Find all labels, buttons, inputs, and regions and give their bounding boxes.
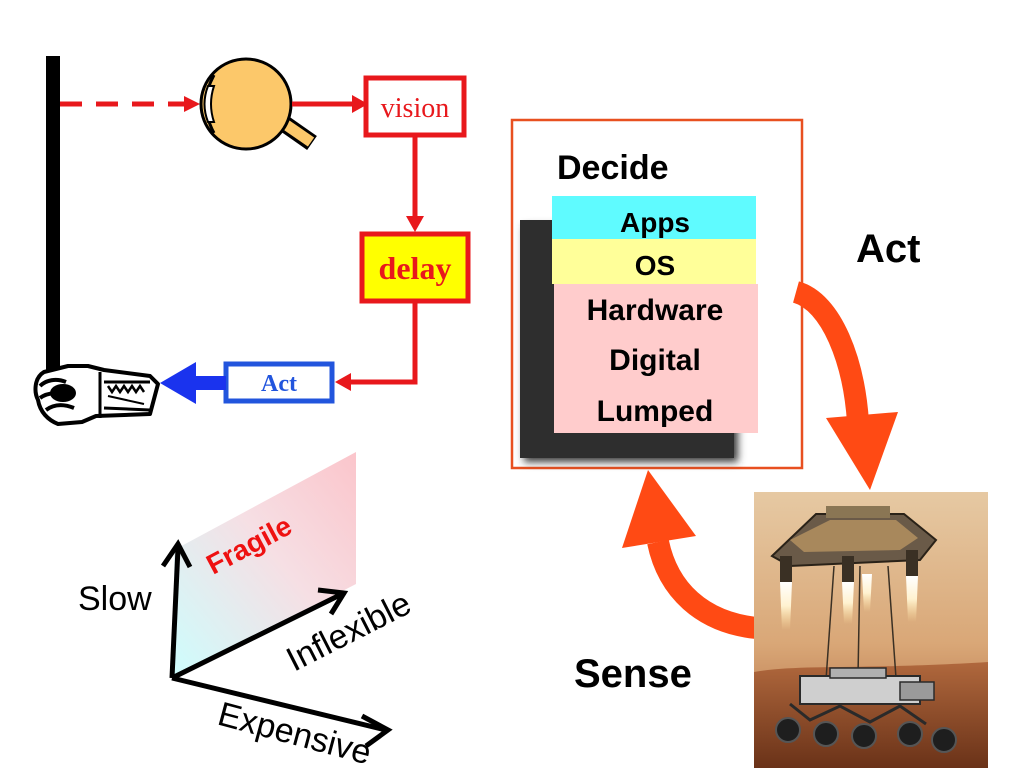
eye-icon: [199, 57, 317, 151]
delay-to-act-arrow: [335, 301, 418, 391]
delay-label: delay: [379, 250, 452, 286]
dashed-sight-line: [60, 96, 200, 112]
act-to-hand-arrow: [160, 362, 226, 404]
stack-layer-hardware: [554, 284, 758, 433]
fragile-region: [174, 452, 356, 678]
act-arrow-right: [792, 281, 898, 490]
sense-label: Sense: [574, 652, 692, 696]
human-control-loop: vision delay Act: [33, 56, 471, 426]
stack-label-hardware: Hardware: [587, 294, 724, 327]
eye-to-vision-arrow: [292, 95, 368, 113]
stack-label-os: OS: [635, 250, 675, 281]
sense-arrow: [622, 470, 758, 639]
slow-axis-arrow: [160, 539, 193, 679]
stack-layer-os: [552, 239, 756, 284]
decide-title: Decide: [557, 149, 669, 187]
delay-box: delay: [359, 231, 471, 304]
system-stack: [552, 196, 758, 433]
ruler-bar: [46, 56, 60, 376]
vision-box: vision: [363, 75, 467, 138]
hand-icon: [33, 364, 160, 426]
expensive-axis-arrow: [171, 675, 393, 749]
act-label-right: Act: [856, 227, 920, 271]
vision-label: vision: [381, 93, 449, 124]
stack-layer-apps: [552, 196, 756, 239]
stack-label-apps: Apps: [620, 207, 690, 238]
stack-label-digital: Digital: [609, 344, 701, 377]
stack-label-lumped: Lumped: [597, 395, 714, 428]
tradeoff-diagram: Fragile Slow Inflexible Expensive: [78, 452, 417, 768]
mars-rover-skycrane-image: [754, 492, 988, 768]
act-box: Act: [223, 361, 335, 404]
act-label-left: Act: [261, 371, 297, 397]
inflexible-axis-arrow: [170, 587, 349, 681]
vision-to-delay-arrow: [406, 135, 424, 232]
slow-axis-label: Slow: [78, 580, 152, 618]
